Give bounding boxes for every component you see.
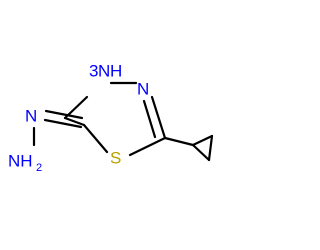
bond-c2-n-exo xyxy=(44,109,84,120)
nh2-subscript: 2 xyxy=(36,162,42,174)
bond-s1-c2 xyxy=(82,123,109,154)
atom-n-ring: N xyxy=(137,79,149,98)
bond-cyclopropyl-a xyxy=(191,143,211,162)
atom-s-ring: S xyxy=(110,148,121,167)
ring-nh-prefix: 3 xyxy=(89,61,98,80)
nh2-label: NH xyxy=(8,151,33,170)
atom-n-exo: N xyxy=(25,106,37,125)
bond-cyclopropyl-b xyxy=(191,134,214,147)
bond-cyclopropyl-c xyxy=(207,134,214,162)
atom-nh2: NH 2 xyxy=(8,151,42,174)
bond-n4-c5 xyxy=(150,95,167,140)
bond-c2-s1-left xyxy=(63,116,86,127)
molecule-diagram: 3 N H N S N NH 2 xyxy=(8,61,214,174)
bond-n4-c5-double xyxy=(142,99,157,139)
bond-c2-n-exo-double xyxy=(43,118,83,129)
bond-c5-cyclopropyl xyxy=(163,136,195,147)
ring-nh-n: N xyxy=(98,61,110,80)
bond-c5-s1 xyxy=(128,136,167,157)
ring-nh-h: H xyxy=(110,61,122,80)
atom-nh-ring: 3 N H xyxy=(89,61,122,80)
